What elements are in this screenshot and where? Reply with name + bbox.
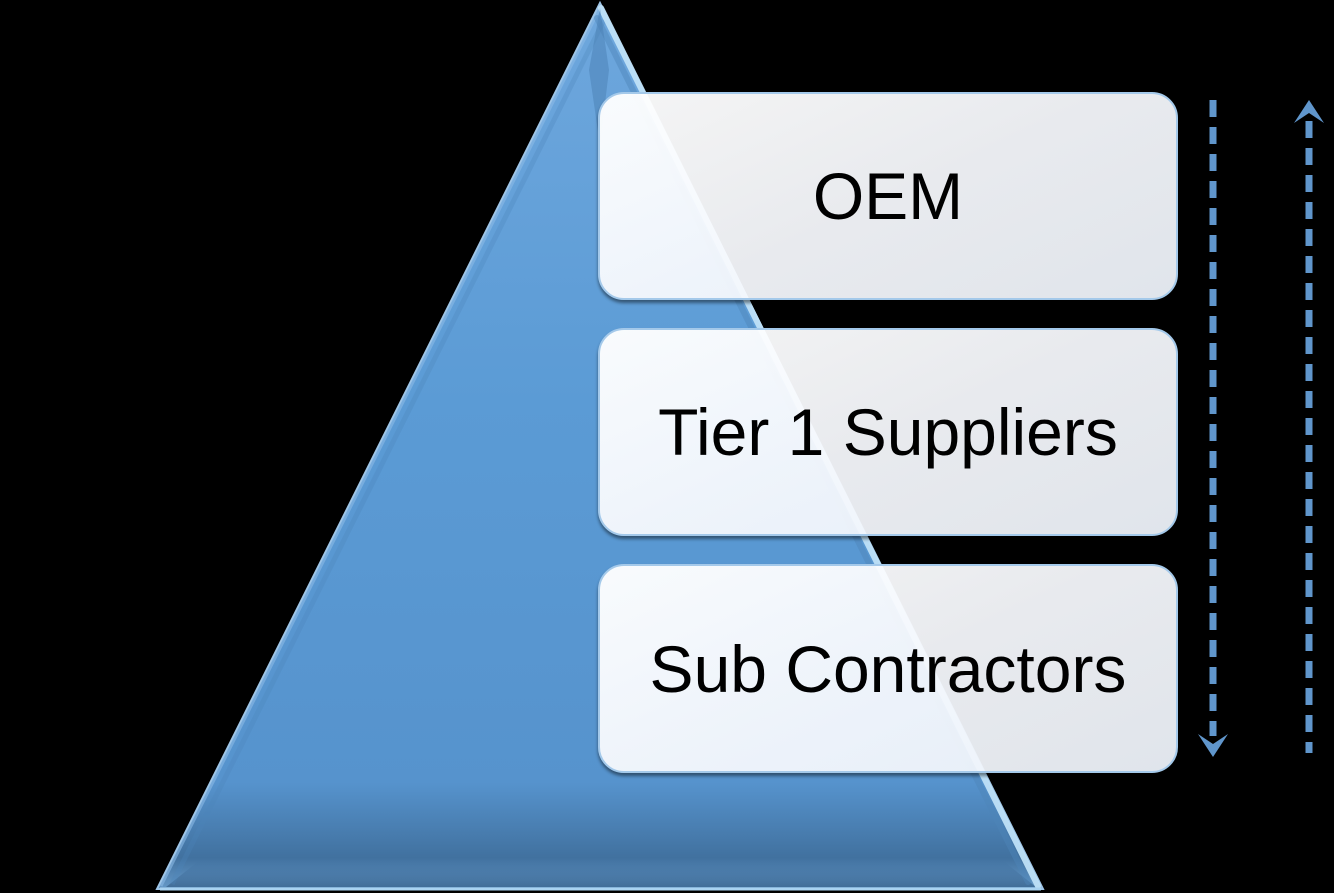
up-arrow-icon bbox=[1294, 100, 1324, 753]
level-label-tier1-suppliers: Tier 1 Suppliers bbox=[658, 395, 1118, 469]
pyramid-level-tier1-suppliers: Tier 1 Suppliers bbox=[598, 328, 1178, 536]
level-label-sub-contractors: Sub Contractors bbox=[649, 631, 1127, 706]
pyramid-level-sub-contractors: Sub Contractors bbox=[598, 564, 1178, 773]
pyramid-level-oem: OEM bbox=[598, 92, 1178, 300]
down-arrow-icon bbox=[1198, 100, 1228, 757]
level-label-oem: OEM bbox=[812, 159, 964, 233]
